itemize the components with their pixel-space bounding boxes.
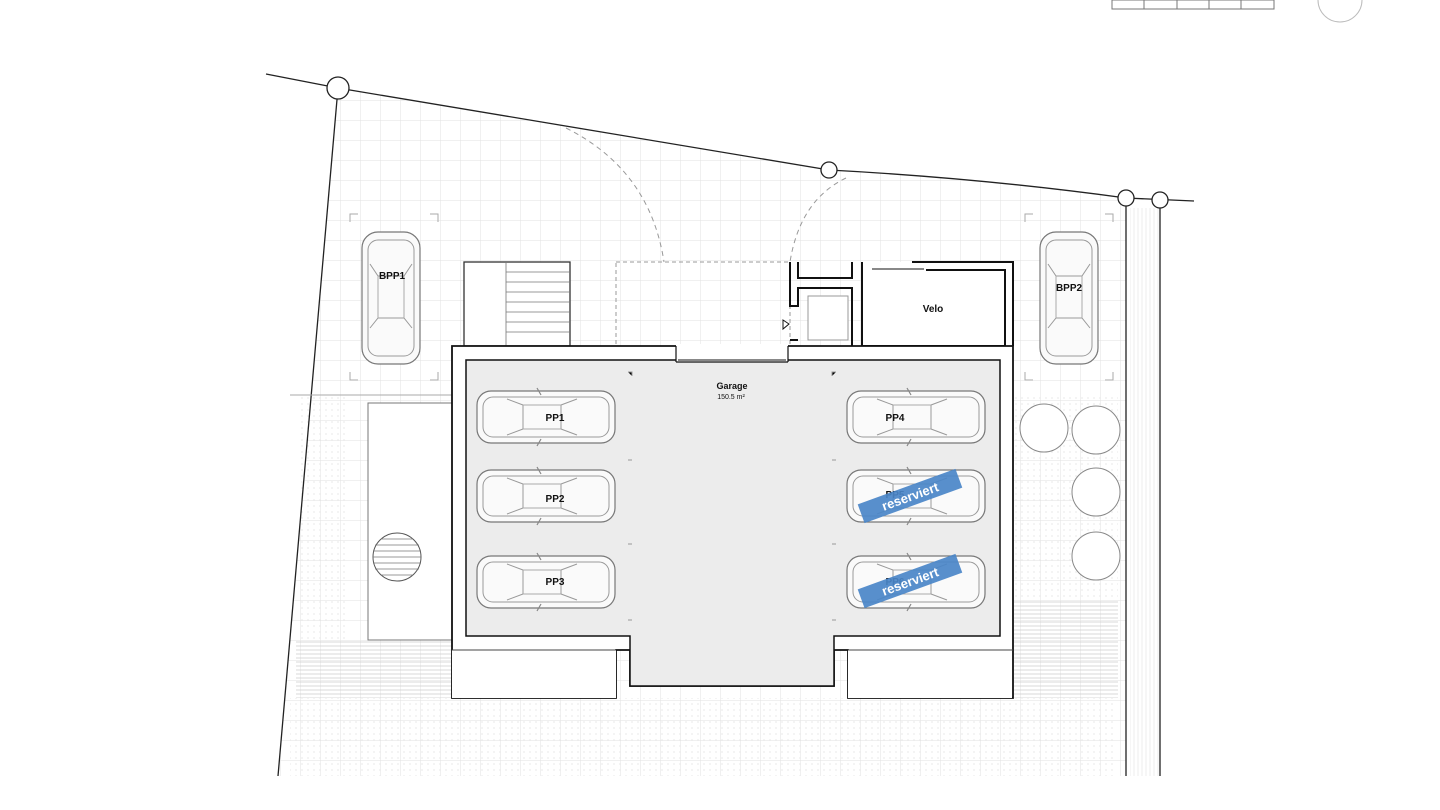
stairs	[463, 261, 571, 347]
parking-label-pp1: PP1	[546, 413, 565, 424]
garage-label: Garage	[716, 381, 747, 391]
parking-label-bpp2: BPP2	[1056, 283, 1083, 294]
trees	[1019, 403, 1121, 581]
parking-label-pp3: PP3	[546, 577, 565, 588]
garage-area: 150.5 m²	[717, 394, 745, 401]
parking-label-pp4: PP4	[886, 413, 905, 424]
parking-label-bpp1: BPP1	[379, 271, 406, 282]
gate-swing-left	[565, 127, 665, 263]
north-arrow-icon	[1317, 0, 1363, 23]
gate-swing-right	[789, 177, 847, 263]
velo-label: Velo	[923, 304, 944, 315]
scale-bar	[1111, 0, 1275, 10]
property-boundary	[265, 73, 1195, 777]
entry-arrow-icon	[782, 319, 790, 331]
core	[789, 262, 853, 346]
parking-label-pp2: PP2	[546, 494, 565, 505]
boundary-markers	[326, 76, 1169, 209]
